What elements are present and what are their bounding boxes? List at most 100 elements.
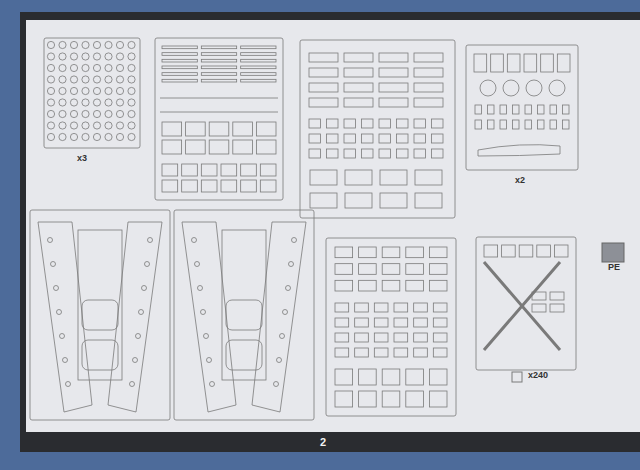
wheel-part: [70, 64, 77, 71]
part-outline: [414, 53, 443, 62]
part-outline: [382, 369, 400, 385]
part-outline: [532, 304, 546, 312]
part-outline: [475, 120, 482, 129]
wheel-part: [116, 76, 123, 83]
part-outline: [429, 391, 447, 407]
part-outline: [415, 193, 442, 208]
part-outline: [557, 54, 570, 72]
part-outline: [537, 245, 551, 257]
wheel-part: [480, 80, 496, 96]
wheel-part: [128, 76, 135, 83]
part-outline: [432, 134, 444, 143]
part-outline: [525, 105, 532, 114]
part-outline: [335, 333, 349, 342]
part-outline: [550, 304, 564, 312]
wheel-part: [70, 110, 77, 117]
part-outline: [491, 54, 504, 72]
photo-etch-fret: [602, 243, 624, 262]
part-outline: [256, 122, 276, 136]
hull-part: [38, 222, 162, 412]
part-outline: [406, 264, 424, 275]
wheel-part: [128, 64, 135, 71]
wheel-part: [47, 53, 54, 60]
part-outline: [406, 369, 424, 385]
wheel-part: [526, 80, 542, 96]
part-outline: [260, 164, 276, 176]
wheel-part: [82, 87, 89, 94]
part-outline: [256, 140, 276, 154]
part-outline: [162, 53, 197, 56]
wheel-part: [59, 133, 66, 140]
part-outline: [201, 66, 236, 69]
wheel-part: [59, 53, 66, 60]
wheel-part: [128, 41, 135, 48]
part-outline: [335, 303, 349, 312]
part-outline: [414, 119, 426, 128]
part-outline: [335, 348, 349, 357]
small-part: [512, 372, 522, 382]
part-outline: [335, 318, 349, 327]
part-outline: [186, 122, 206, 136]
part-outline: [414, 303, 428, 312]
part-outline: [502, 245, 516, 257]
part-outline: [182, 180, 198, 192]
wheel-part: [47, 122, 54, 129]
sprue-frame: [326, 238, 456, 416]
part-outline: [554, 245, 568, 257]
wheel-part: [93, 87, 100, 94]
wheel-part: [128, 53, 135, 60]
part-outline: [475, 105, 482, 114]
part-outline: [414, 68, 443, 77]
part-outline: [532, 292, 546, 300]
part-outline: [432, 119, 444, 128]
part-outline: [162, 164, 178, 176]
wheel-part: [70, 53, 77, 60]
wheel-part: [105, 87, 112, 94]
wheel-part: [93, 110, 100, 117]
part-outline: [433, 333, 447, 342]
part-outline: [209, 122, 229, 136]
part-outline: [513, 120, 520, 129]
wheel-part: [70, 87, 77, 94]
part-outline: [478, 145, 560, 156]
sprue-frame: [44, 38, 140, 148]
wheel-part: [116, 99, 123, 106]
sprue-frame: [300, 40, 455, 218]
part-outline: [500, 105, 507, 114]
quantity-label: x3: [77, 153, 87, 163]
wheel-part: [105, 99, 112, 106]
part-outline: [233, 140, 253, 154]
part-outline: [379, 53, 408, 62]
part-outline: [345, 170, 372, 185]
part-outline: [429, 369, 447, 385]
part-outline: [525, 120, 532, 129]
part-outline: [241, 66, 276, 69]
part-outline: [382, 247, 400, 258]
part-outline: [374, 333, 388, 342]
part-outline: [379, 149, 391, 158]
wheel-part: [116, 87, 123, 94]
wheel-part: [82, 41, 89, 48]
part-outline: [335, 280, 353, 291]
part-outline: [380, 170, 407, 185]
part-outline: [241, 46, 276, 49]
wheel-part: [128, 99, 135, 106]
part-outline: [241, 59, 276, 62]
wheel-part: [105, 133, 112, 140]
wheel-part: [47, 64, 54, 71]
part-outline: [345, 193, 372, 208]
part-outline: [524, 54, 537, 72]
wheel-part: [59, 87, 66, 94]
part-outline: [162, 122, 182, 136]
wheel-part: [47, 133, 54, 140]
wheel-part: [70, 41, 77, 48]
part-outline: [507, 54, 520, 72]
part-outline: [538, 120, 545, 129]
part-outline: [414, 98, 443, 107]
part-outline: [379, 83, 408, 92]
footer-band: [26, 432, 640, 452]
part-outline: [379, 98, 408, 107]
part-outline: [162, 140, 182, 154]
wheel-part: [116, 64, 123, 71]
